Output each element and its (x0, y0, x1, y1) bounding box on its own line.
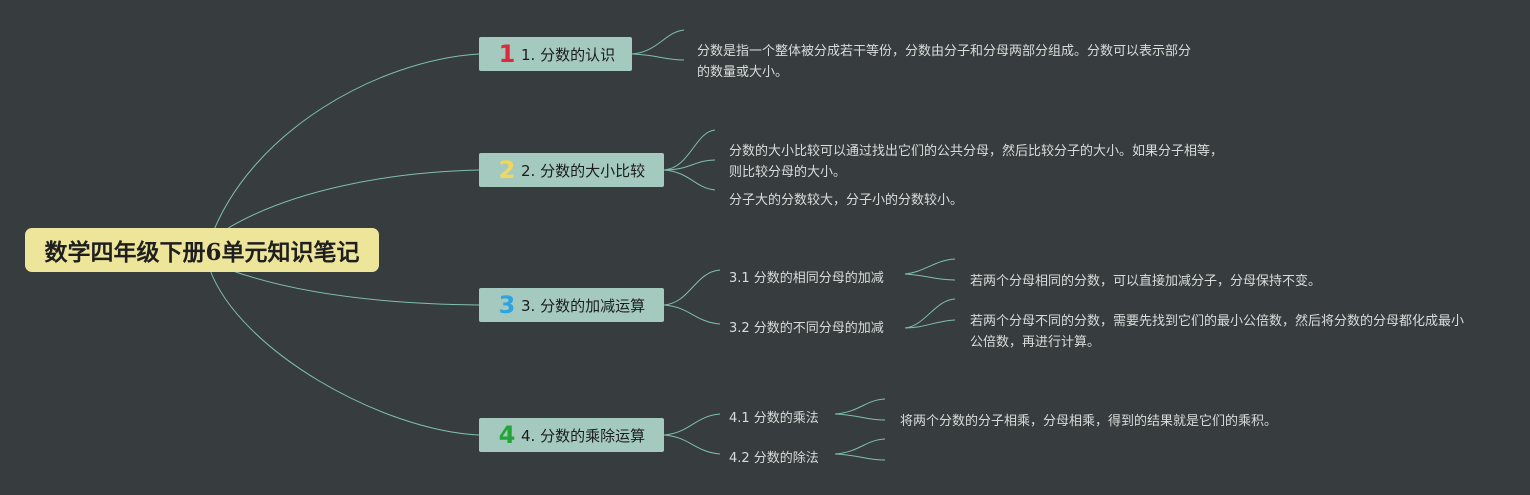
subtopic-3-1[interactable]: 3.1 分数的相同分母的加减 (729, 271, 884, 286)
branch-topic-3[interactable]: 3 3. 分数的加减运算 (479, 288, 664, 322)
note-subtopic-3-1: 若两个分母相同的分数，可以直接加减分子，分母保持不变。 (970, 274, 1322, 289)
link-root-branch-4 (209, 269, 480, 436)
number-4-icon: 4 (498, 421, 516, 449)
subtopic-3-2[interactable]: 3.2 分数的不同分母的加减 (729, 321, 884, 336)
link-sub-4-1-note-a (834, 398, 886, 415)
link-branch-3-sub-1 (663, 269, 721, 306)
link-branch-4-sub-1 (663, 413, 721, 436)
root-topic[interactable]: 数学四年级下册6单元知识笔记 (25, 228, 379, 272)
subtopic-4-1[interactable]: 4.1 分数的乘法 (729, 411, 819, 426)
link-root-branch-3 (229, 269, 480, 306)
link-sub-4-2-b (834, 453, 886, 461)
subtopic-4-2[interactable]: 4.2 分数的除法 (729, 451, 819, 466)
link-branch-2-note-1a (663, 129, 716, 171)
note-branch-1: 分数是指一个整体被分成若干等份，分数由分子和分母两部分组成。分数可以表示部分的数… (697, 44, 1192, 80)
connector-group (209, 29, 956, 461)
link-branch-4-sub-2 (663, 434, 721, 455)
link-branch-2-note-2 (663, 169, 716, 191)
branch-topic-4[interactable]: 4 4. 分数的乘除运算 (479, 418, 664, 452)
number-3-icon: 3 (498, 291, 516, 319)
branch-topic-2[interactable]: 2 2. 分数的大小比较 (479, 153, 664, 187)
branch-label: 1. 分数的认识 (521, 45, 616, 64)
link-sub-3-2-note-a (904, 298, 956, 329)
number-1-icon: 1 (498, 40, 516, 68)
note-branch-2-b: 分子大的分数较大，分子小的分数较小。 (729, 193, 964, 208)
link-sub-3-1-note-b (904, 273, 956, 281)
branch-label: 4. 分数的乘除运算 (521, 426, 646, 445)
note-subtopic-3-2: 若两个分母不同的分数，需要先找到它们的最小公倍数，然后将分数的分母都化成最小公倍… (970, 314, 1465, 350)
branch-topic-1[interactable]: 1 1. 分数的认识 (479, 37, 632, 71)
note-subtopic-4-1: 将两个分数的分子相乘，分母相乘，得到的结果就是它们的乘积。 (900, 414, 1278, 429)
link-sub-4-1-note-b (834, 413, 886, 421)
link-sub-3-1-note-a (904, 258, 956, 275)
branch-label: 2. 分数的大小比较 (521, 161, 646, 180)
number-2-icon: 2 (498, 156, 516, 184)
link-root-branch-2 (224, 169, 480, 231)
link-sub-3-2-note-b (904, 319, 956, 329)
branch-label: 3. 分数的加减运算 (521, 296, 646, 315)
link-branch-1-note-a (631, 29, 685, 55)
link-branch-3-sub-2 (663, 304, 721, 325)
link-sub-4-2-a (834, 438, 886, 455)
link-branch-2-note-1b (663, 159, 716, 171)
link-root-branch-1 (209, 53, 480, 241)
link-branch-1-note-b (631, 53, 685, 61)
note-branch-2-a: 分数的大小比较可以通过找出它们的公共分母，然后比较分子的大小。如果分子相等，则比… (729, 144, 1224, 180)
